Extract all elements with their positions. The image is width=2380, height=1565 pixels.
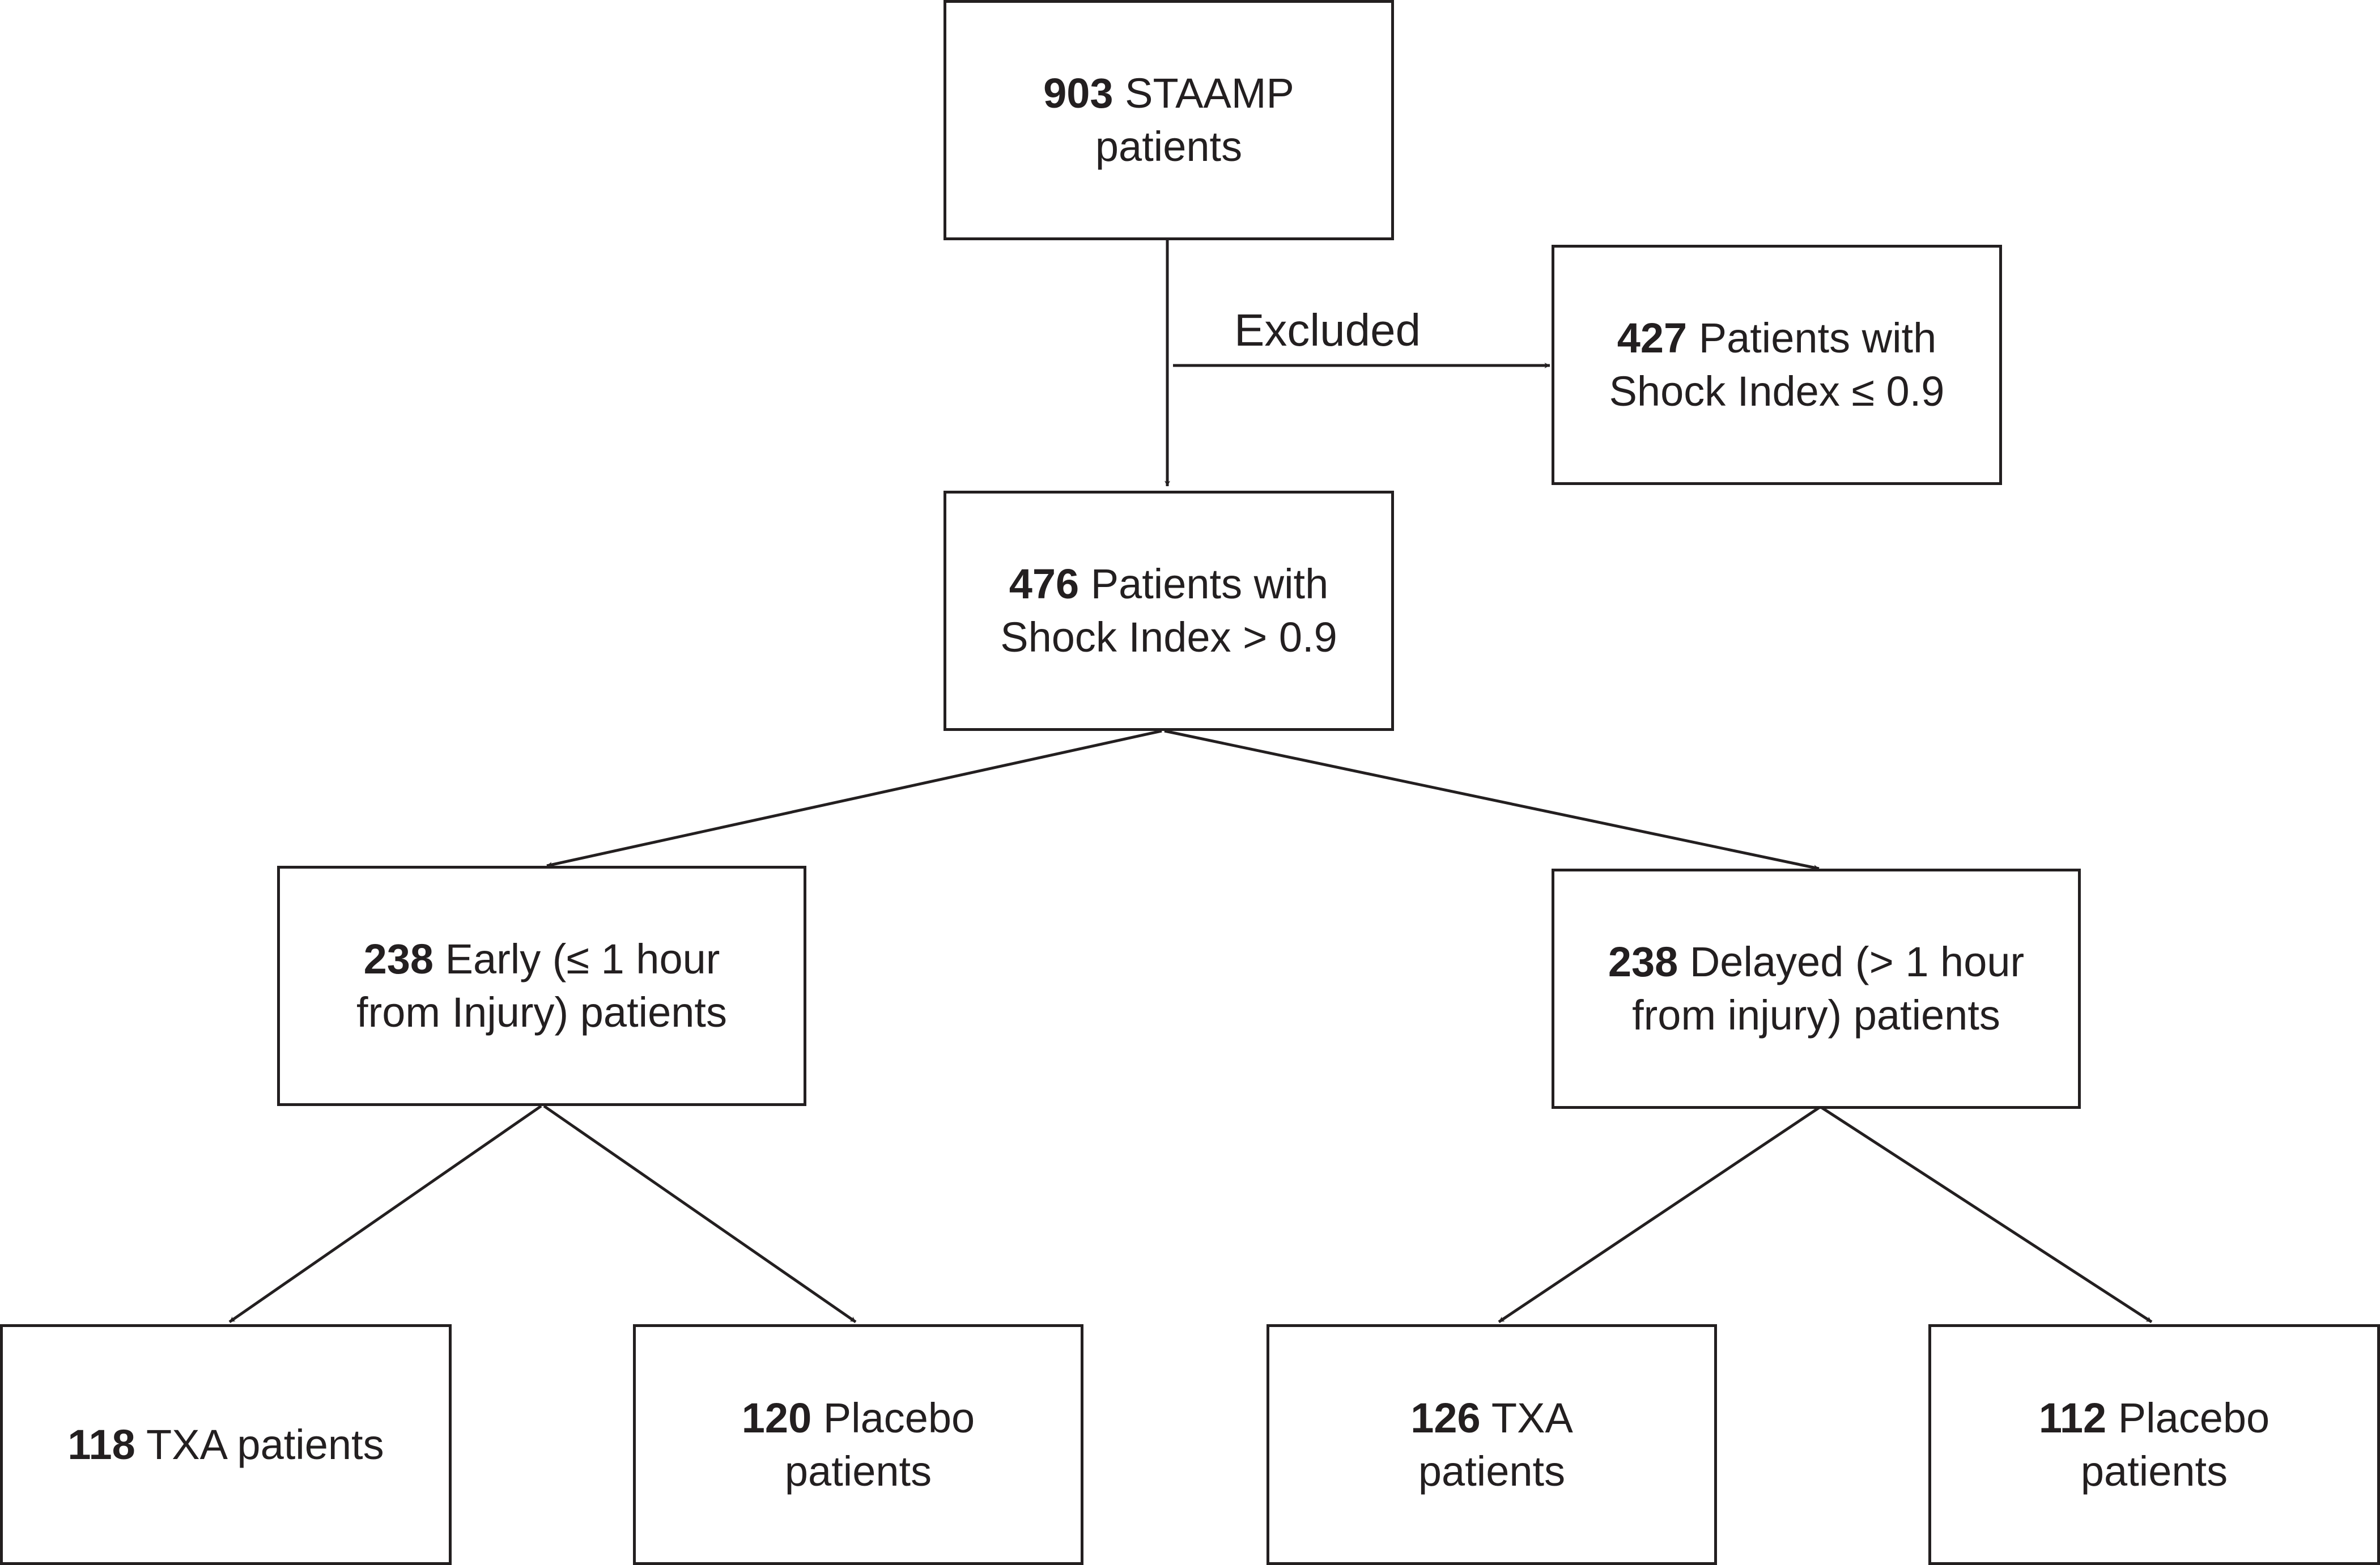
arrow-early-to-placebo	[543, 1104, 857, 1324]
node-delayed-placebo: 112 Placebo patients	[1928, 1324, 2380, 1565]
arrow-shock-to-early	[546, 729, 1162, 867]
node-staamp-patients: 903 STAAMP patients	[944, 0, 1394, 240]
node-label-line1: STAAMP	[1125, 70, 1294, 117]
node-early-group: 238 Early (≤ 1 hour from Injury) patient…	[277, 866, 806, 1106]
node-label-line1: TXA patients	[146, 1421, 384, 1468]
arrow-early-to-txa	[228, 1104, 542, 1324]
node-early-placebo: 120 Placebo patients	[633, 1324, 1083, 1565]
node-delayed-group: 238 Delayed (> 1 hour from injury) patie…	[1552, 869, 2081, 1109]
node-count: 120	[741, 1394, 812, 1441]
node-label-line1: Patients with	[1090, 560, 1329, 607]
node-label-line2: patients	[2080, 1447, 2228, 1495]
arrow-delayed-to-txa	[1498, 1106, 1820, 1324]
node-high-shock-index: 476 Patients with Shock Index > 0.9	[944, 491, 1394, 731]
node-count: 427	[1617, 314, 1688, 362]
node-label-line2: from Injury) patients	[356, 989, 727, 1036]
excluded-label: Excluded	[1234, 305, 1421, 355]
node-count: 112	[2038, 1394, 2107, 1441]
node-count: 238	[363, 935, 434, 983]
node-label-line1: Delayed (> 1 hour	[1689, 938, 2025, 985]
node-label-line1: Early (≤ 1 hour	[445, 935, 720, 983]
node-excluded-low-shock-index: 427 Patients with Shock Index ≤ 0.9	[1552, 245, 2002, 485]
node-count: 118	[67, 1421, 135, 1468]
node-label-line2: patients	[1418, 1447, 1566, 1495]
node-label-line1: Placebo	[823, 1394, 975, 1441]
node-label-line2: Shock Index ≤ 0.9	[1609, 368, 1945, 415]
arrow-shock-to-delayed	[1164, 729, 1820, 870]
node-count: 476	[1009, 560, 1080, 607]
arrow-delayed-to-placebo	[1821, 1106, 2153, 1324]
node-label-line1: Patients with	[1698, 314, 1937, 362]
node-delayed-txa: 126 TXA patients	[1266, 1324, 1717, 1565]
node-label-line1: TXA	[1491, 1394, 1573, 1441]
node-label-line1: Placebo	[2118, 1394, 2270, 1441]
node-label-line2: patients	[784, 1447, 932, 1495]
node-label-line2: patients	[1095, 123, 1243, 170]
node-label-line2: Shock Index > 0.9	[1000, 614, 1337, 661]
node-count: 903	[1043, 70, 1114, 117]
node-label-line2: from injury) patients	[1632, 992, 2000, 1039]
node-count: 126	[1410, 1394, 1481, 1441]
node-early-txa: 118 TXA patients	[0, 1324, 452, 1565]
node-count: 238	[1608, 938, 1678, 985]
